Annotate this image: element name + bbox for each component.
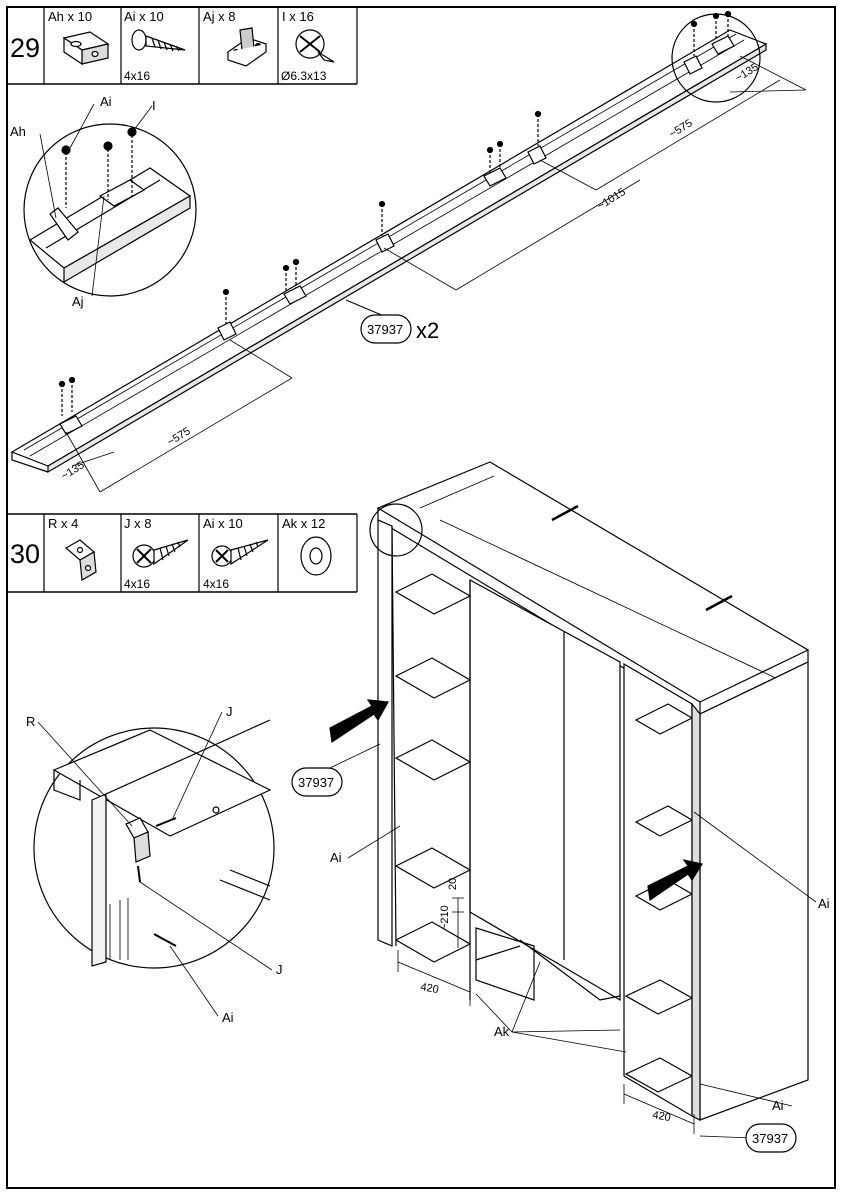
page-frame [6, 6, 836, 1189]
part-number-text: 37937 [367, 322, 403, 337]
side-panel [91, 793, 107, 967]
callout-ak: Ak [494, 1024, 510, 1039]
corner-detail-circle [369, 503, 423, 557]
callout-aj: Aj [72, 294, 84, 309]
callout-ai-detail: Ai [222, 1010, 234, 1025]
step29-rail-drawing: ~135 ~575 ~1015 ~575 ~135 37937 x2 [10, 10, 807, 493]
rail-bracket [217, 55, 703, 341]
dim-420-left: 420 [419, 981, 439, 996]
rail-connector [59, 35, 735, 435]
part-number-bottom: 37937 [752, 1131, 788, 1146]
step30-header: 30 R x 4 J x 8 4x16 Ai x 10 4x16 Ak x 12 [7, 513, 358, 593]
left-shelves [394, 573, 472, 963]
screw-heads [58, 10, 732, 388]
dim-575-right: ~575 [667, 117, 694, 140]
connector-aj [98, 179, 146, 207]
screw-ai-detail [153, 933, 177, 947]
part-number-badge [360, 314, 412, 344]
dim-210: ~210 [439, 905, 451, 930]
callout-ah: Ah [10, 124, 26, 139]
part-size-ai-30: 4x16 [203, 577, 229, 591]
left-side-panel [377, 519, 393, 947]
part-label-r: R x 4 [48, 516, 78, 531]
part-label-ai: Ai x 10 [124, 9, 164, 24]
rail-end-detail-circle [671, 13, 761, 103]
step-number-30: 30 [10, 539, 40, 569]
arrow-left-icon [329, 699, 389, 744]
angle-bracket-icon [62, 31, 110, 66]
screw-j-bottom [137, 865, 141, 883]
wardrobe-drawing: 420 420 20 ~210 37937 37937 Ai Ai Ai Ak [291, 461, 830, 1153]
step29-detail-magnifier: Ah Ai I Aj [10, 94, 197, 309]
dim-1015: ~1015 [595, 186, 628, 213]
callout-ai-bottom: Ai [772, 1098, 784, 1113]
rail-screws [61, 14, 729, 416]
right-side-panel [699, 661, 809, 1121]
dimension-lines [65, 55, 807, 493]
callout-ai-left: Ai [330, 850, 342, 865]
flat-head-screw-icon [295, 29, 335, 63]
step30-detail-magnifier: R J J Ai [26, 704, 283, 1025]
cross-head-screw-icon [132, 539, 189, 568]
part-size-i: Ø6.3x13 [281, 69, 327, 83]
dim-20: 20 [447, 878, 459, 890]
part-number-badge-bottom [745, 1123, 797, 1153]
callout-i: I [152, 98, 156, 113]
wardrobe-dimension-lines [397, 897, 695, 1134]
arrow-right-icon [647, 859, 703, 902]
part-label-i: I x 16 [282, 9, 314, 24]
callout-ai: Ai [100, 94, 112, 109]
callout-r: R [26, 714, 35, 729]
l-bracket-icon [64, 539, 97, 581]
wood-screw-icon [131, 29, 186, 52]
angle-bracket-ah [49, 207, 79, 241]
part-label-j: J x 8 [124, 516, 151, 531]
callout-j-top: J [226, 704, 233, 719]
part-number-left: 37937 [298, 775, 334, 790]
step29-header: 29 Ah x 10 Ai x 10 4x16 Aj x 8 I x 16 Ø6… [7, 7, 358, 85]
part-size-ai: 4x16 [124, 69, 150, 83]
part-number-badge-left [291, 767, 343, 797]
right-shelves [624, 703, 694, 1093]
part-label-aj: Aj x 8 [203, 9, 236, 24]
callout-j-bottom: J [276, 962, 283, 977]
dim-420-right: 420 [651, 1109, 671, 1124]
back-panel [469, 578, 621, 1002]
washer-icon [300, 536, 332, 576]
wood-screw-icon-30 [211, 539, 269, 567]
part-label-ah: Ah x 10 [48, 9, 92, 24]
part-size-j: 4x16 [124, 577, 150, 591]
rail-connector-icon [226, 27, 268, 67]
part-label-ak: Ak x 12 [282, 516, 325, 531]
part-label-ai-30: Ai x 10 [203, 516, 243, 531]
quantity-multiplier: x2 [416, 318, 439, 343]
callout-ai-right: Ai [818, 896, 830, 911]
step-number-29: 29 [10, 33, 40, 63]
